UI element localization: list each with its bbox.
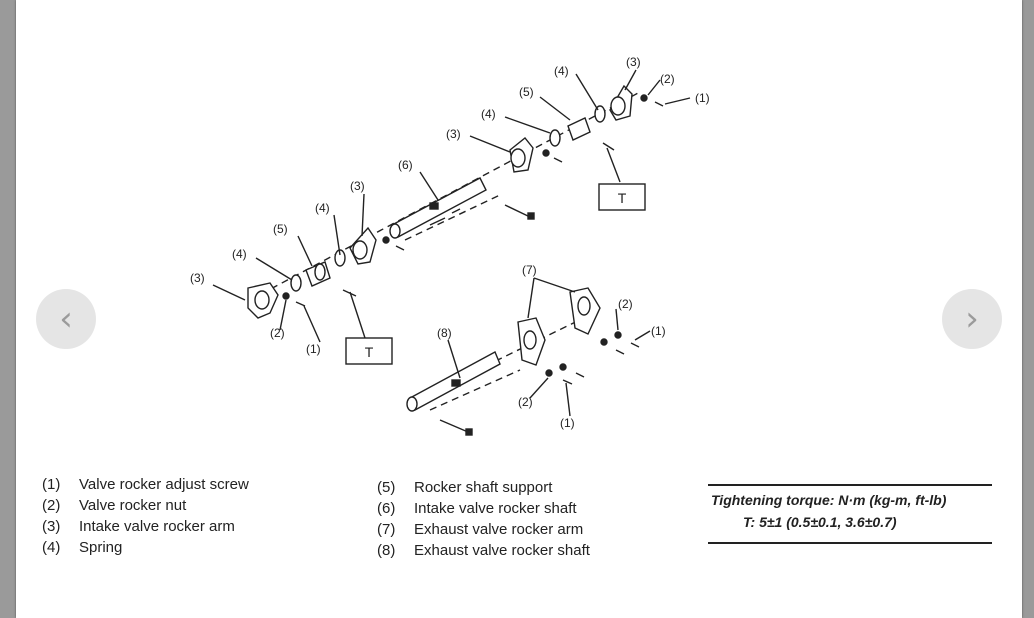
legend-label: Rocker shaft support [414, 479, 553, 496]
legend-item: (3) Intake valve rocker arm [42, 518, 249, 539]
legend-label: Exhaust valve rocker shaft [414, 542, 590, 559]
intake-rocker-arm-far [609, 84, 633, 121]
legend-item: (1) Valve rocker adjust screw [42, 476, 249, 497]
legend-number: (2) [42, 497, 61, 514]
callout-label: (8) [437, 326, 452, 340]
legend-number: (1) [42, 476, 61, 493]
callout-label: (1) [651, 324, 666, 338]
legend-number: (6) [377, 500, 396, 517]
torque-value: T: 5±1 (0.5±0.1, 3.6±0.7) [743, 514, 897, 530]
legend-right: (5) Rocker shaft support (6) Intake valve … [377, 479, 590, 563]
callout-label: (7) [522, 263, 537, 277]
legend-label: Intake valve rocker arm [79, 518, 235, 535]
callout-label: (3) [446, 127, 461, 141]
intake-rocker-shaft [389, 177, 501, 241]
callout-label: (1) [695, 91, 710, 105]
legend-label: Intake valve rocker shaft [414, 500, 577, 517]
torque-box-label: T [365, 344, 374, 360]
chevron-left-icon: ‹ [59, 299, 73, 339]
callout-label: (4) [554, 64, 569, 78]
tightening-torque-box: Tightening torque: N·m (kg-m, ft-lb) T: … [708, 484, 992, 544]
callout-label: (3) [350, 179, 365, 193]
legend-label: Valve rocker nut [79, 497, 187, 514]
next-page-button[interactable]: › [942, 289, 1002, 349]
legend-item: (8) Exhaust valve rocker shaft [377, 542, 590, 563]
torque-box-upper [598, 183, 646, 211]
callout-label: (3) [190, 271, 205, 285]
torque-box-label: T [618, 190, 627, 206]
torque-title: Tightening torque: N·m (kg-m, ft-lb) [711, 492, 947, 508]
chevron-right-icon: › [965, 299, 979, 339]
previous-page-button[interactable]: ‹ [36, 289, 96, 349]
exhaust-rocker-arm-1 [517, 317, 546, 366]
callout-label: (1) [306, 342, 321, 356]
callout-label: (4) [232, 247, 247, 261]
callout-label: (5) [273, 222, 288, 236]
callout-label: (6) [398, 158, 413, 172]
intake-rocker-arm-left [247, 282, 279, 319]
callout-label: (3) [626, 55, 641, 69]
legend-number: (3) [42, 518, 61, 535]
intake-rocker-arm-mid [349, 226, 377, 265]
legend-item: (7) Exhaust valve rocker arm [377, 521, 590, 542]
callout-label: (1) [560, 416, 575, 430]
legend-number: (4) [42, 539, 61, 556]
legend-label: Valve rocker adjust screw [79, 476, 249, 493]
legend-number: (5) [377, 479, 396, 496]
callout-label: (5) [519, 85, 534, 99]
callout-label: (2) [660, 72, 675, 86]
callout-label: (4) [315, 201, 330, 215]
legend-label: Spring [79, 539, 123, 556]
exhaust-rocker-shaft [406, 351, 521, 412]
callout-label: (2) [518, 395, 533, 409]
torque-box-lower [345, 337, 393, 365]
legend-item: (2) Valve rocker nut [42, 497, 249, 518]
document-page [16, 0, 1022, 618]
callout-label: (4) [481, 107, 496, 121]
intake-rocker-arm-right [509, 137, 534, 173]
legend-item: (6) Intake valve rocker shaft [377, 500, 590, 521]
legend-number: (8) [377, 542, 396, 559]
legend-item: (5) Rocker shaft support [377, 479, 590, 500]
legend-item: (4) Spring [42, 539, 249, 560]
callout-label: (2) [618, 297, 633, 311]
legend-number: (7) [377, 521, 396, 538]
legend-left: (1) Valve rocker adjust screw (2) Valve ro… [42, 476, 249, 560]
exhaust-rocker-arm-2 [569, 287, 601, 335]
legend-label: Exhaust valve rocker arm [414, 521, 584, 538]
callout-label: (2) [270, 326, 285, 340]
